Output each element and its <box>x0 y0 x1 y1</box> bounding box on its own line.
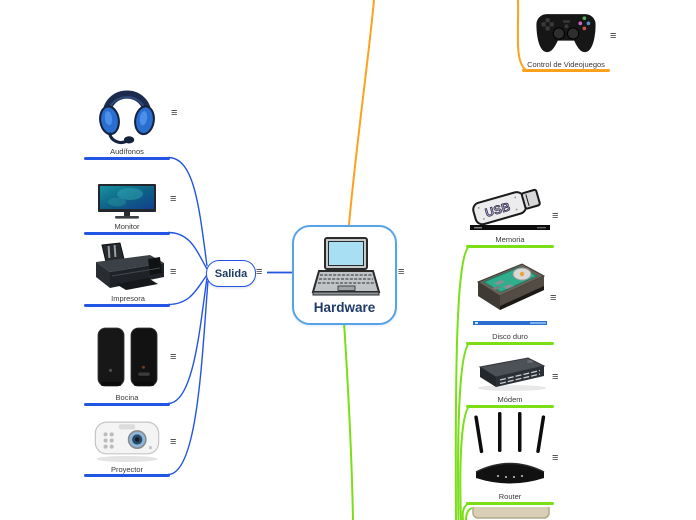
topic-label: Disco duro <box>492 332 528 341</box>
topic-label: Impresora <box>111 294 145 303</box>
topic-label: Audífonos <box>110 147 144 156</box>
hard-drive-image <box>470 252 550 330</box>
branch-underline <box>466 501 554 505</box>
game-controller-image <box>532 7 600 58</box>
branch-underline <box>84 474 170 477</box>
menu-icon[interactable]: ≡ <box>550 292 557 304</box>
topic-partial-bottom[interactable] <box>468 507 554 520</box>
topic-bocina[interactable]: Bocina <box>84 318 170 402</box>
menu-icon[interactable]: ≡ <box>171 107 178 119</box>
branch-underline <box>84 157 170 160</box>
menu-icon[interactable]: ≡ <box>170 266 177 278</box>
menu-icon[interactable]: ≡ <box>610 30 617 42</box>
projector-image <box>91 414 163 463</box>
branch-underline <box>522 69 610 72</box>
branch-underline <box>84 232 170 235</box>
topic-modem[interactable]: Módem <box>466 352 554 404</box>
hardware-label: Hardware <box>313 299 376 315</box>
printer-image <box>87 242 169 292</box>
menu-icon[interactable]: ≡ <box>398 266 405 278</box>
topic-label: Memoria <box>495 235 525 244</box>
usb-drive-image: USB <box>467 179 553 233</box>
branch-underline <box>84 403 170 406</box>
topic-impresora[interactable]: Impresora <box>84 241 172 303</box>
menu-icon[interactable]: ≡ <box>552 210 559 222</box>
speakers-image <box>94 325 160 391</box>
menu-icon[interactable]: ≡ <box>170 351 177 363</box>
topic-salida[interactable]: Salida <box>206 260 256 287</box>
laptop-image <box>308 236 382 298</box>
topic-label: Proyector <box>110 465 144 474</box>
topic-label: Router <box>498 492 522 501</box>
headphones-image <box>96 75 158 145</box>
topic-monitor[interactable]: Monitor <box>84 176 170 231</box>
topic-router[interactable]: Router <box>466 410 554 501</box>
topic-label: Control de Videojuegos <box>527 60 605 69</box>
topic-hardware-center[interactable]: Hardware <box>292 225 397 325</box>
branch-underline <box>466 404 554 408</box>
topic-disco-duro[interactable]: Disco duro <box>466 255 554 341</box>
branch-underline <box>466 341 554 345</box>
branch-underline <box>466 244 554 248</box>
menu-icon[interactable]: ≡ <box>552 452 559 464</box>
router-image <box>470 410 550 490</box>
salida-label: Salida <box>214 267 248 280</box>
topic-label: Bocina <box>115 393 139 402</box>
menu-icon[interactable]: ≡ <box>552 371 559 383</box>
branch-underline <box>84 304 170 307</box>
topic-label: Módem <box>497 395 523 404</box>
topic-audifonos[interactable]: Audífonos <box>84 74 170 156</box>
topic-label: Monitor <box>114 222 140 231</box>
menu-icon[interactable]: ≡ <box>256 266 263 278</box>
menu-icon[interactable]: ≡ <box>170 436 177 448</box>
menu-icon[interactable]: ≡ <box>170 193 177 205</box>
modem-image <box>470 352 550 393</box>
topic-memoria[interactable]: USB Memoria <box>466 185 554 244</box>
topic-proyector[interactable]: Proyector <box>84 410 170 474</box>
topic-control-videojuegos[interactable]: Control de Videojuegos <box>522 4 610 69</box>
partial-board-image <box>470 507 552 520</box>
monitor-image <box>97 183 157 220</box>
